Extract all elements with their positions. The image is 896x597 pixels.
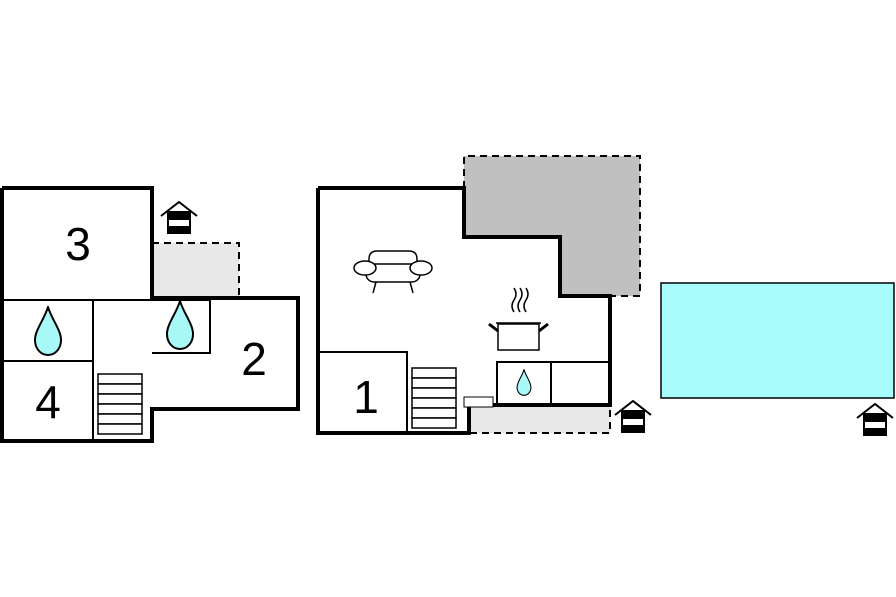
room-label-3: 3 <box>65 218 91 270</box>
swimming-pool <box>660 282 895 399</box>
cooking-pot-icon <box>488 287 549 351</box>
stairs-icon <box>411 367 457 429</box>
terrace-dark <box>464 156 640 296</box>
bathroom-drop-icon <box>516 369 532 396</box>
stairs-icon <box>97 373 143 435</box>
bathroom-drop-icon <box>166 300 194 350</box>
room-label-1: 1 <box>353 371 379 423</box>
outer-walls-middle <box>316 186 612 435</box>
terrace-light-middle <box>470 405 610 433</box>
room-label-4: 4 <box>35 376 61 428</box>
floor-middle: 1 <box>316 155 652 435</box>
outer-walls-left <box>0 186 300 443</box>
entrance-house-icon <box>856 403 894 436</box>
pool-area <box>660 282 895 436</box>
entrance-house-icon <box>614 400 652 433</box>
entrance-house-icon <box>160 201 198 234</box>
sofa-icon <box>353 250 433 294</box>
terrace-light-left <box>152 243 239 298</box>
floor-left: 3 2 4 <box>0 186 300 443</box>
room-label-2: 2 <box>241 333 267 385</box>
bathroom-drop-icon <box>34 306 62 356</box>
